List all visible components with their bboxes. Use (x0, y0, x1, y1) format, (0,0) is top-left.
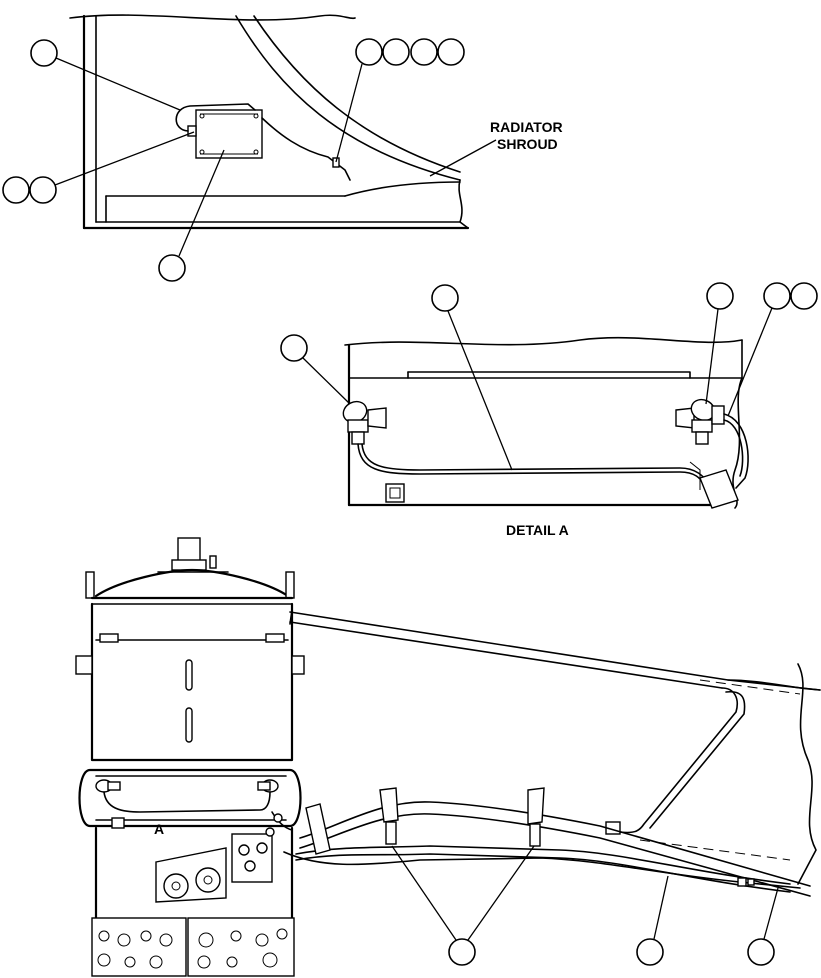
callout-balloon (763, 282, 791, 310)
right-sensor (675, 398, 725, 445)
main-machine-view: A (75, 537, 821, 977)
beam-post-right (527, 787, 545, 847)
callout-balloon (747, 938, 775, 966)
beam-post-left (379, 787, 399, 845)
left-sensor (342, 400, 387, 445)
detail-a-marker: A (154, 821, 164, 837)
callout-balloon (706, 282, 734, 310)
callout-balloon (636, 938, 664, 966)
callout-balloon (410, 38, 438, 66)
callout-balloon (431, 284, 459, 312)
callout-balloon (280, 334, 308, 362)
motor (171, 537, 217, 571)
callout-balloon (382, 38, 410, 66)
detail-a-view: DETAIL A (280, 282, 818, 538)
callout-balloon (437, 38, 465, 66)
battery-terminals (97, 928, 288, 969)
callout-balloon (29, 176, 57, 204)
callout-balloon (2, 176, 30, 204)
callout-balloon (158, 254, 186, 282)
control-box (187, 109, 263, 159)
detail-a-title: DETAIL A (506, 522, 569, 538)
radiator-shroud-view: RADIATOR SHROUD (2, 14, 563, 282)
callout-balloon (355, 38, 383, 66)
callout-balloon (790, 282, 818, 310)
callout-balloon (30, 39, 58, 67)
radiator-label-line2: SHROUD (497, 136, 558, 152)
radiator-label-line1: RADIATOR (490, 119, 563, 135)
callout-balloon (448, 938, 476, 966)
